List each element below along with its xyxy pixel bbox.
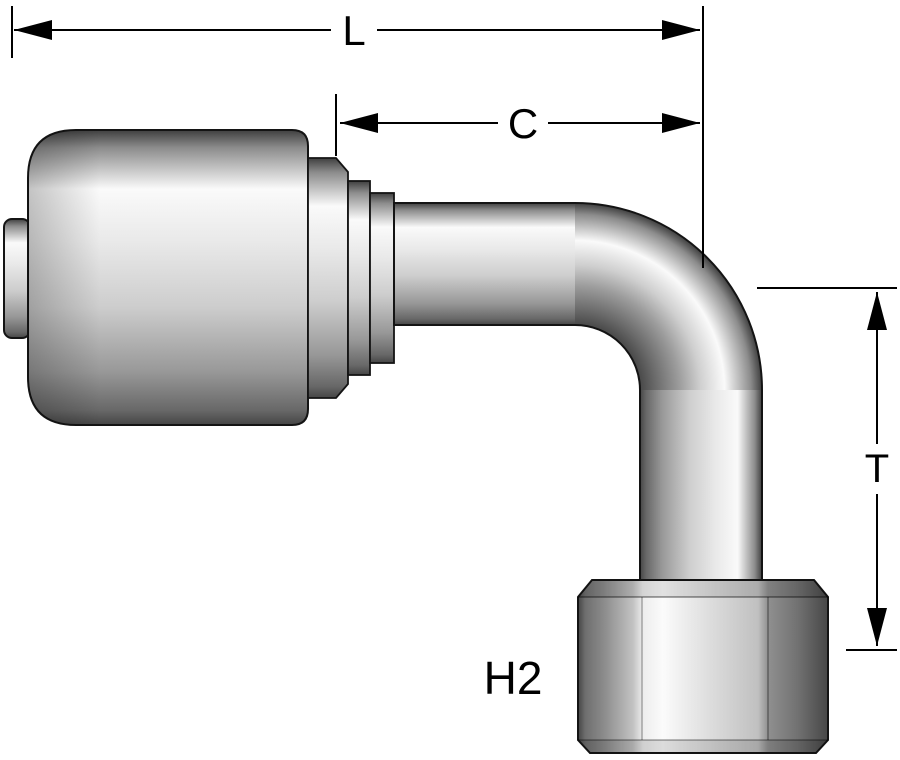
l-label-background xyxy=(331,6,377,52)
dimension-l: L xyxy=(11,6,704,268)
l-arrowhead-right-icon xyxy=(662,20,700,40)
dimension-c: C xyxy=(335,94,700,156)
l-label: L xyxy=(342,7,365,54)
hose-stub xyxy=(3,218,31,339)
t-arrowhead-bottom-icon xyxy=(867,608,887,646)
l-arrowhead-left-icon xyxy=(14,20,52,40)
dimension-t: T xyxy=(757,287,899,651)
nut-top-chamfer xyxy=(578,580,828,597)
tube-vertical-run xyxy=(640,390,762,580)
t-label-background xyxy=(855,444,899,494)
elbow-tube xyxy=(393,202,763,581)
tube-outline xyxy=(393,202,763,581)
tube-horizontal-run xyxy=(394,203,575,325)
c-arrowhead-right-icon xyxy=(662,113,700,133)
hex-nut xyxy=(577,579,829,754)
hex-size-label: H2 xyxy=(484,652,543,704)
nut-bottom-chamfer xyxy=(578,740,828,753)
ferrule-left-shading xyxy=(28,130,308,425)
crimp-collar xyxy=(307,157,395,399)
tube-bend xyxy=(575,203,762,390)
nut-body xyxy=(577,579,829,754)
c-label: C xyxy=(508,100,538,147)
t-label: T xyxy=(865,447,889,491)
c-arrowhead-left-icon xyxy=(340,113,378,133)
collar-ring-3 xyxy=(369,192,395,364)
ferrule xyxy=(27,129,309,426)
t-arrowhead-top-icon xyxy=(867,292,887,330)
collar-ring-1 xyxy=(307,157,349,399)
c-label-background xyxy=(498,99,548,145)
collar-ring-2 xyxy=(347,180,371,376)
hose-stub-body xyxy=(3,218,31,339)
